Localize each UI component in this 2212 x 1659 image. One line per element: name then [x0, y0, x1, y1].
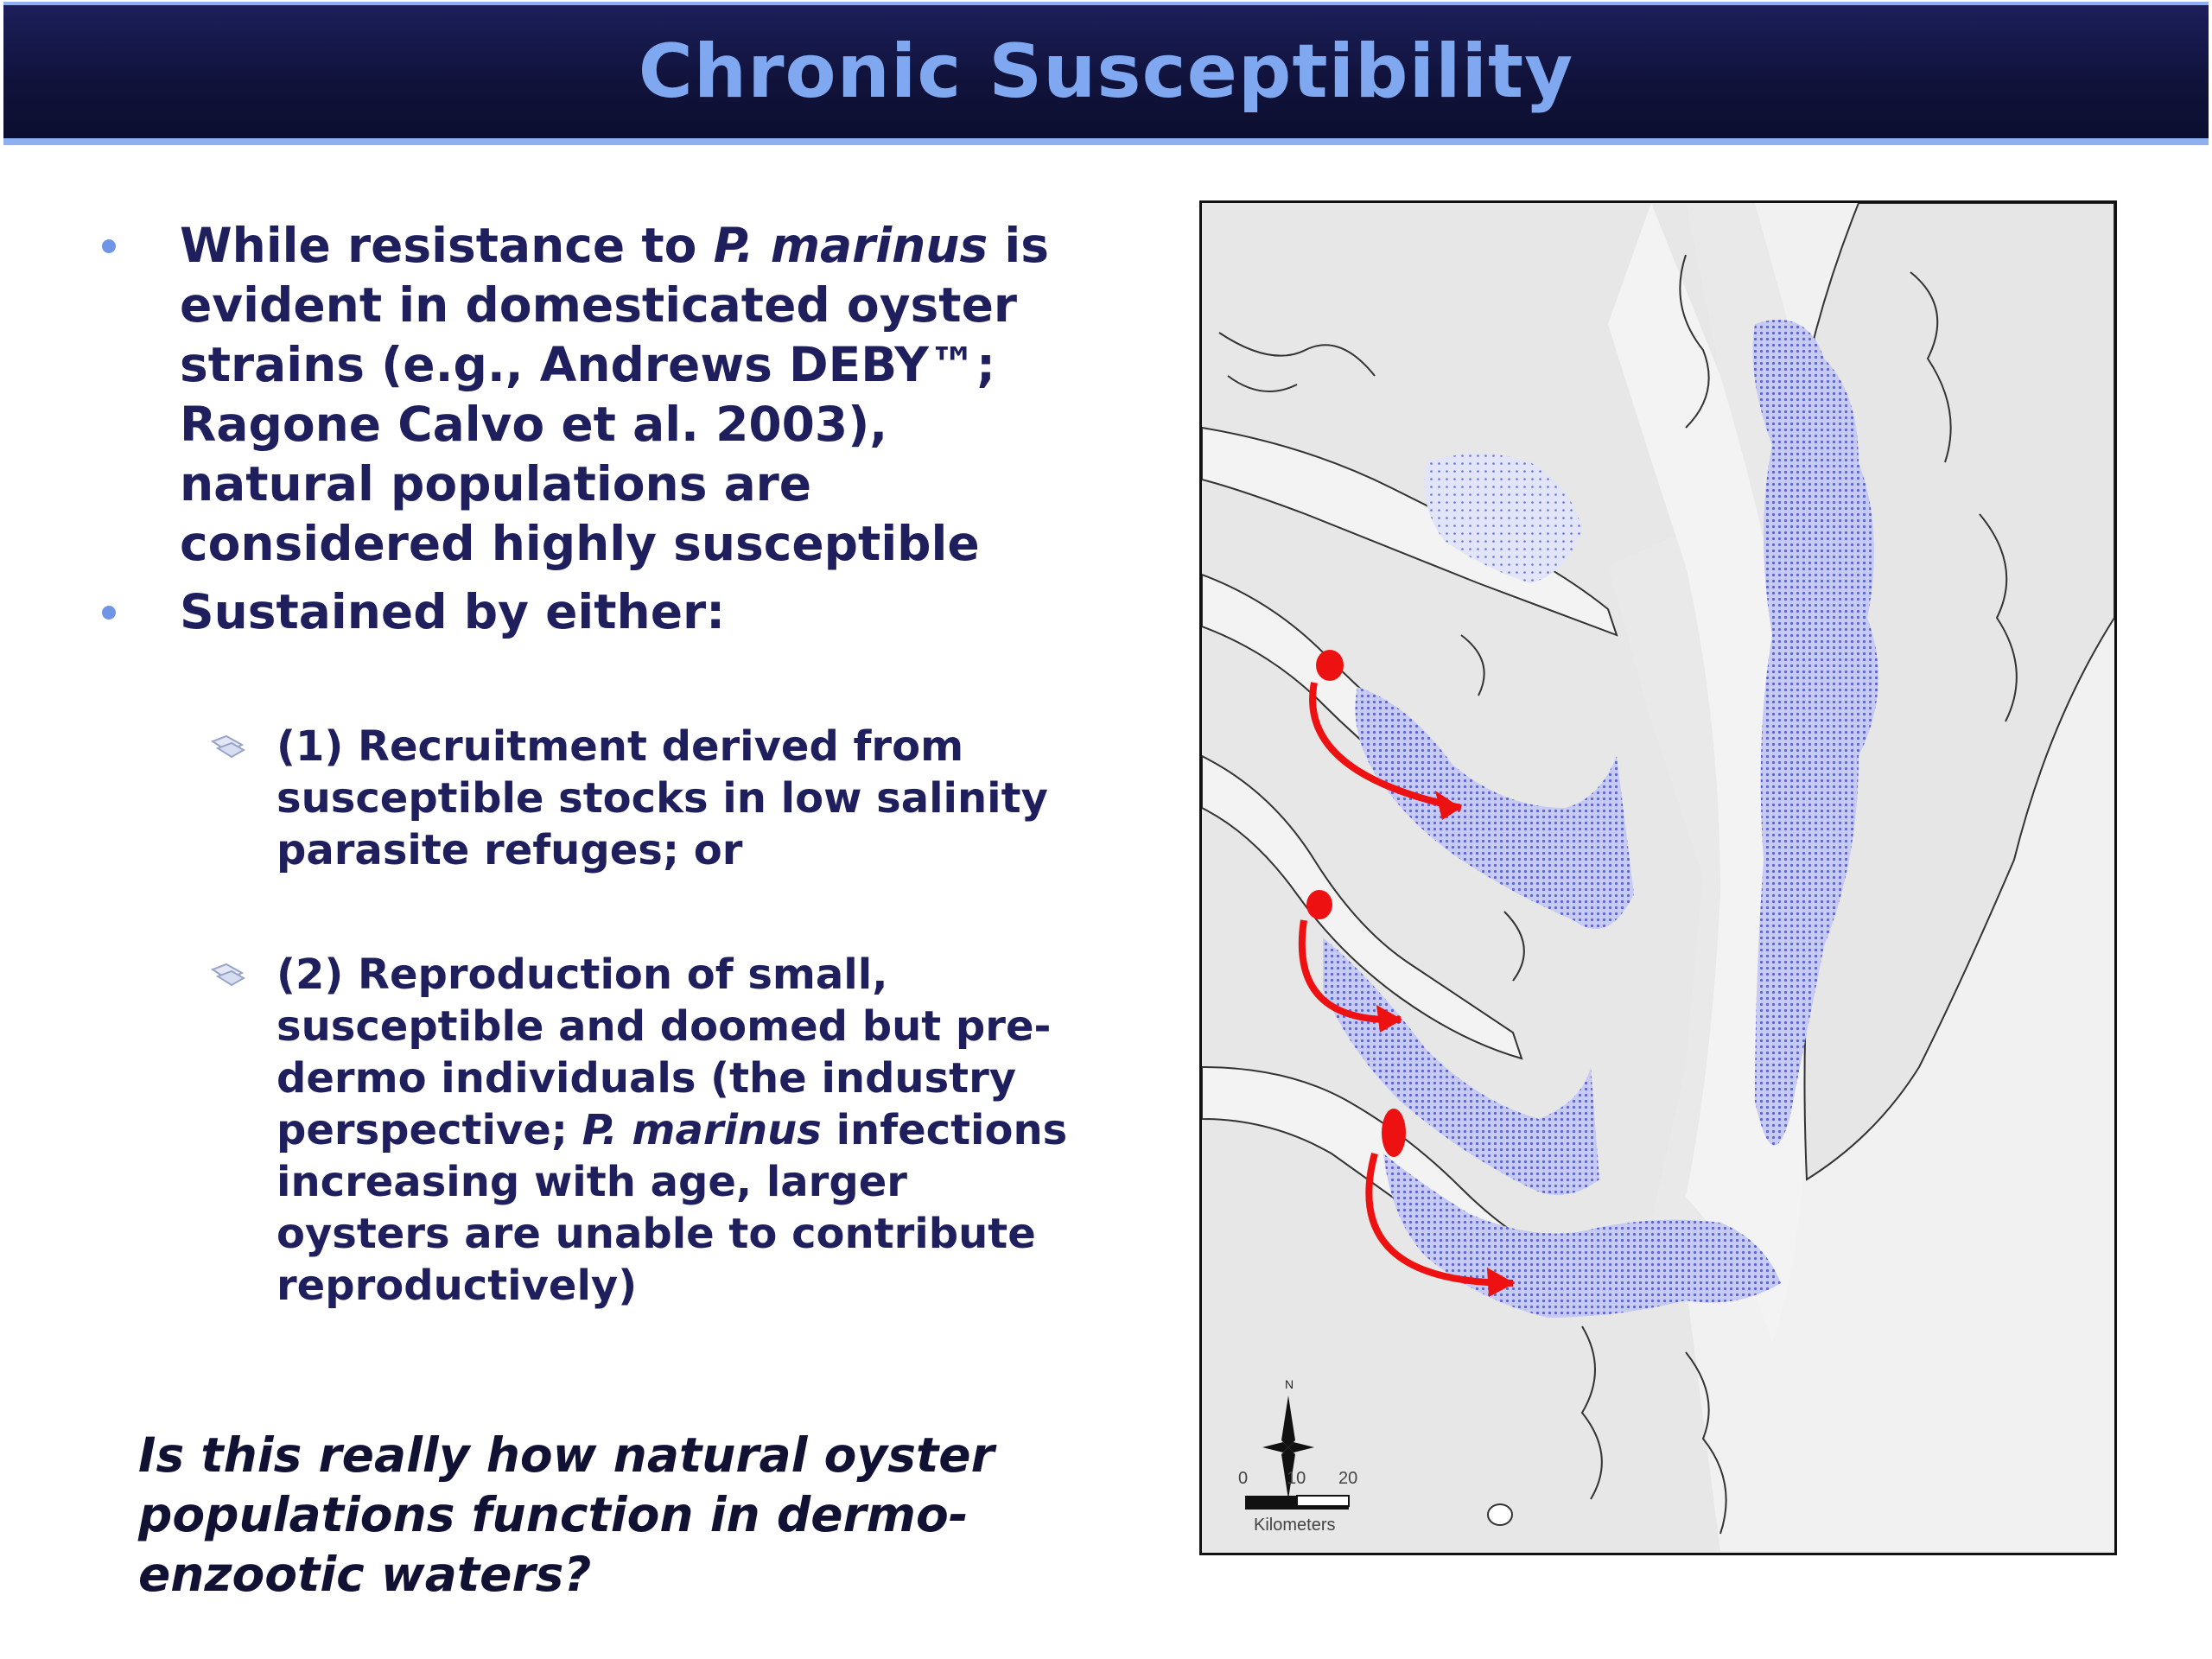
north-arrow-icon: [1262, 1395, 1314, 1499]
sub-bullet-line: (1) Recruitment derived from: [276, 721, 1048, 772]
bullet-dot: [102, 606, 116, 620]
text-run: populations function in dermo-: [138, 1487, 969, 1542]
text-run: increasing with age, larger: [276, 1158, 907, 1206]
text-run: considered highly susceptible: [180, 516, 980, 571]
bullet-line: Sustained by either:: [180, 582, 725, 642]
text-run: susceptible and doomed but pre-: [276, 1002, 1052, 1051]
dispersal-arrow-rappahannock: [1309, 682, 1462, 811]
sub-bullet-line: oysters are unable to contribute: [276, 1208, 1067, 1260]
sub-bullet-line: dermo individuals (the industry: [276, 1052, 1067, 1104]
scale-bar: [1245, 1495, 1350, 1510]
sub-bullet-icon: [210, 963, 246, 987]
sub-bullet-line: susceptible stocks in low salinity: [276, 772, 1048, 824]
text-run: evident in domesticated oyster: [180, 277, 1017, 333]
dispersal-arrow-james: [1365, 1152, 1514, 1287]
refuge-dot-york: [1306, 890, 1332, 919]
text-run: Is this really how natural oyster: [138, 1427, 995, 1483]
text-run: infections: [821, 1106, 1068, 1154]
sub-bullet-line: reproductively): [276, 1260, 1067, 1312]
scale-unit: Kilometers: [1254, 1516, 1335, 1535]
bullet-line: considered highly susceptible: [180, 514, 1049, 574]
scale-tick-0: 0: [1238, 1469, 1248, 1488]
scale-tick-10: 10: [1287, 1469, 1306, 1488]
dispersal-arrow-york: [1298, 919, 1402, 1024]
bullet-line: strains (e.g., Andrews DEBY™;: [180, 335, 1049, 395]
species-name: P. marinus: [582, 1106, 822, 1154]
map-graphic: N 0 10 20 Kilometers: [1202, 203, 2114, 1551]
sub-bullet-line: increasing with age, larger: [276, 1156, 1067, 1208]
question-line: enzootic waters?: [138, 1545, 1106, 1605]
potomac-river: [1202, 426, 1618, 637]
oyster-area-upper-potomac: [1424, 454, 1582, 583]
oyster-area-rappahannock: [1355, 687, 1634, 929]
bullet-line: Ragone Calvo et al. 2003),: [180, 395, 1049, 454]
sub-bullet-line: (2) Reproduction of small,: [276, 949, 1067, 1001]
text-run: natural populations are: [180, 456, 812, 512]
text-run: strains (e.g., Andrews DEBY™;: [180, 337, 995, 392]
oyster-area-james: [1383, 1154, 1781, 1318]
text-run: Sustained by either:: [180, 584, 726, 639]
text-run: Ragone Calvo et al. 2003),: [180, 397, 888, 452]
york-river: [1202, 754, 1523, 1060]
bullet-dot: [102, 239, 116, 253]
text-run: is: [988, 218, 1049, 273]
species-name: P. marinus: [713, 218, 988, 273]
bullet-line: While resistance to P. marinus is: [180, 216, 1049, 276]
text-run: dermo individuals (the industry: [276, 1054, 1017, 1103]
text-run: (2) Reproduction of small,: [276, 950, 888, 999]
text-run: oysters are unable to contribute: [276, 1210, 1036, 1258]
text-run: enzootic waters?: [138, 1547, 592, 1602]
refuge-dot-james: [1382, 1109, 1406, 1157]
refuge-dot-rappahannock: [1316, 650, 1344, 681]
question-line: Is this really how natural oyster: [138, 1426, 1106, 1485]
text-run: reproductively): [276, 1262, 638, 1310]
sub-bullet-line: susceptible and doomed but pre-: [276, 1001, 1067, 1052]
text-run: susceptible stocks in low salinity: [276, 774, 1048, 823]
title-bar: Chronic Susceptibility: [3, 2, 2209, 145]
slide-title: Chronic Susceptibility: [638, 29, 1574, 115]
sub-bullet-line: parasite refuges; or: [276, 824, 1048, 876]
sub-bullet-reproduction: (2) Reproduction of small,susceptible an…: [276, 949, 1067, 1312]
bay-main-channel: [1202, 203, 1720, 1551]
bullet-line: natural populations are: [180, 454, 1049, 514]
bullet-sustained: Sustained by either:: [180, 582, 725, 642]
text-run: perspective;: [276, 1106, 582, 1154]
text-run: parasite refuges; or: [276, 826, 743, 874]
chesapeake-bay-map: N 0 10 20 Kilometers: [1199, 200, 2117, 1555]
bullet-line: evident in domesticated oyster: [180, 276, 1049, 335]
sub-bullet-icon: [210, 734, 246, 759]
text-run: While resistance to: [180, 218, 714, 273]
sub-bullet-line: perspective; P. marinus infections: [276, 1104, 1067, 1156]
scale-tick-20: 20: [1338, 1469, 1357, 1488]
text-run: (1) Recruitment derived from: [276, 722, 964, 771]
oyster-area-maryland-bay: [1752, 320, 1878, 1146]
oyster-area-york: [1323, 938, 1599, 1195]
north-label: N: [1285, 1377, 1294, 1391]
question-line: populations function in dermo-: [138, 1485, 1106, 1545]
